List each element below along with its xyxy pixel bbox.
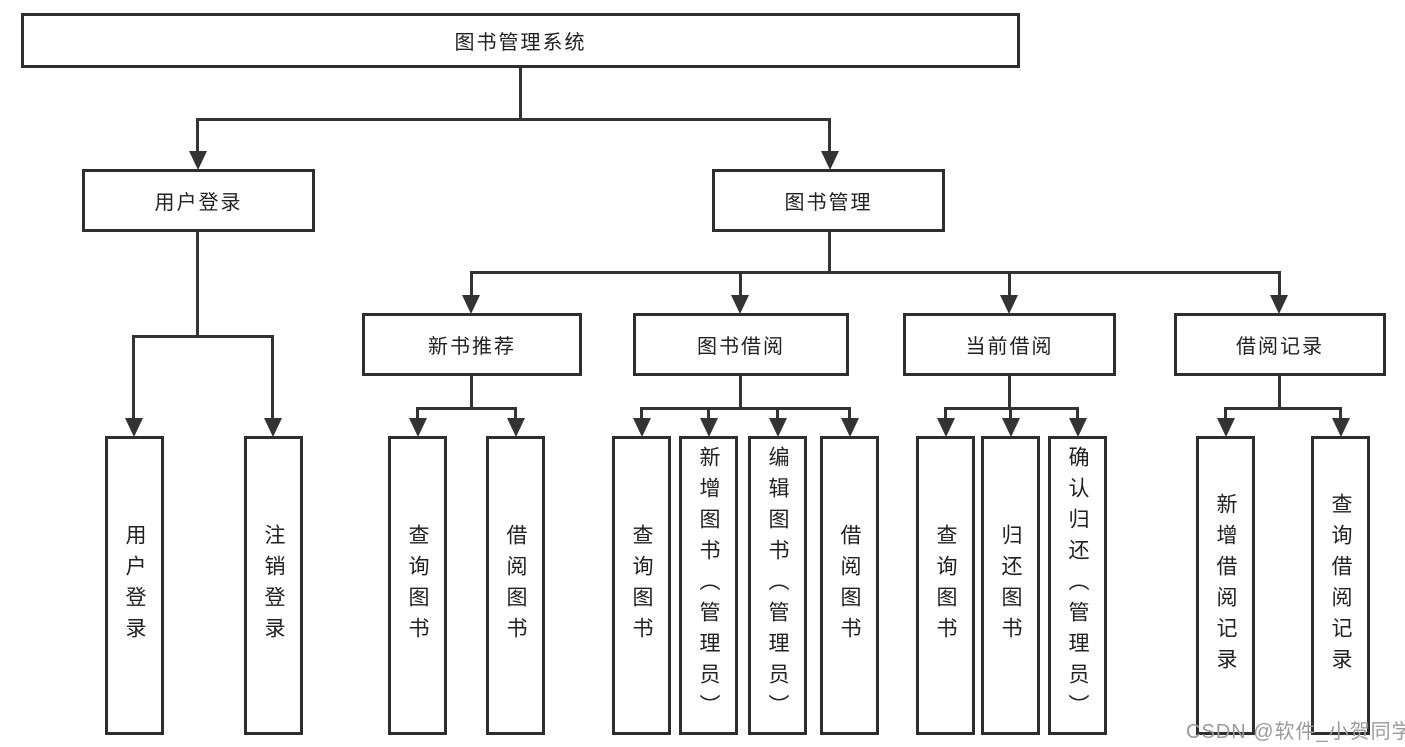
arrowhead-new-book xyxy=(462,295,480,314)
connector-book-borrow-split xyxy=(640,407,851,410)
connector-to-leaf-borrow-1 xyxy=(514,407,517,421)
leaf-label: 查询借阅记录 xyxy=(1329,492,1352,679)
node-book-management: 图书管理 xyxy=(712,169,945,232)
arrowhead-borrow-records xyxy=(1270,295,1288,314)
leaf-confirm-return-admin: 确认归还（管理员） xyxy=(1048,436,1107,735)
connector-root-stem xyxy=(519,68,522,120)
arrowhead-leaf-query-record xyxy=(1332,418,1350,437)
leaf-add-borrow-record: 新增借阅记录 xyxy=(1196,436,1255,735)
node-library-management-system: 图书管理系统 xyxy=(21,13,1020,68)
connector-to-leaf-login xyxy=(132,335,135,421)
arrowhead-book-borrow xyxy=(731,295,749,314)
leaf-query-books-recommend: 查询图书 xyxy=(388,436,447,735)
arrowhead-leaf-edit-book xyxy=(769,418,787,437)
leaf-label: 新增借阅记录 xyxy=(1214,492,1237,679)
connector-root-split xyxy=(196,118,831,121)
connector-book-mgmt-stem xyxy=(828,232,831,273)
arrowhead-leaf-borrow-2 xyxy=(841,418,859,437)
arrowhead-leaf-login xyxy=(125,418,143,437)
leaf-label: 查询图书 xyxy=(934,523,957,648)
arrowhead-leaf-add-record xyxy=(1217,418,1235,437)
connector-to-leaf-confirm-return xyxy=(1076,407,1079,421)
node-book-borrowing: 图书借阅 xyxy=(633,313,849,376)
arrowhead-leaf-logout xyxy=(264,418,282,437)
leaf-label: 编辑图书（管理员） xyxy=(766,446,789,725)
leaf-label: 用户登录 xyxy=(123,523,146,648)
arrowhead-leaf-query-2 xyxy=(633,418,651,437)
connector-to-leaf-query-2 xyxy=(640,407,643,421)
leaf-query-borrow-record: 查询借阅记录 xyxy=(1311,436,1370,735)
connector-to-leaf-query-record xyxy=(1339,407,1342,421)
arrowhead-user-login xyxy=(189,151,207,170)
node-label: 借阅记录 xyxy=(1236,336,1324,358)
node-current-borrowing: 当前借阅 xyxy=(903,313,1116,376)
arrowhead-leaf-borrow-1 xyxy=(507,418,525,437)
leaf-label: 借阅图书 xyxy=(838,523,861,648)
connector-new-book-split xyxy=(416,407,517,410)
connector-user-login-split xyxy=(132,335,274,338)
connector-current-borrow-stem xyxy=(1008,376,1011,409)
node-user-login: 用户登录 xyxy=(82,169,315,232)
leaf-query-books-current: 查询图书 xyxy=(916,436,975,735)
arrowhead-leaf-return xyxy=(1002,418,1020,437)
node-label: 图书借阅 xyxy=(697,336,785,358)
connector-to-leaf-borrow-2 xyxy=(848,407,851,421)
connector-to-leaf-query-1 xyxy=(416,407,419,421)
node-label: 图书管理系统 xyxy=(454,32,587,54)
connector-book-mgmt-split xyxy=(470,271,1281,274)
leaf-user-login: 用户登录 xyxy=(105,436,164,735)
connector-borrow-records-stem xyxy=(1278,376,1281,409)
node-borrowing-records: 借阅记录 xyxy=(1174,313,1386,376)
arrowhead-book-management xyxy=(821,151,839,170)
arrowhead-leaf-add-book xyxy=(700,418,718,437)
node-label: 用户登录 xyxy=(154,192,243,214)
leaf-borrow-books: 借阅图书 xyxy=(820,436,879,735)
connector-book-borrow-stem xyxy=(739,376,742,409)
leaf-label: 确认归还（管理员） xyxy=(1066,446,1089,725)
connector-to-leaf-query-3 xyxy=(944,407,947,421)
node-new-book-recommendation: 新书推荐 xyxy=(362,313,582,376)
csdn-watermark: CSDN @软件_小贺同学 xyxy=(1186,721,1405,743)
leaf-label: 查询图书 xyxy=(630,523,653,648)
connector-to-user-login xyxy=(196,118,199,154)
connector-new-book-stem xyxy=(470,376,473,409)
connector-to-borrow-records xyxy=(1278,271,1281,298)
arrowhead-leaf-query-3 xyxy=(937,418,955,437)
connector-to-new-book xyxy=(470,271,473,298)
connector-to-leaf-add-book xyxy=(707,407,710,421)
node-label: 当前借阅 xyxy=(965,336,1054,358)
connector-to-leaf-return xyxy=(1009,407,1012,421)
arrowhead-leaf-confirm-return xyxy=(1069,418,1087,437)
connector-to-leaf-logout xyxy=(271,335,274,421)
leaf-logout: 注销登录 xyxy=(244,436,303,735)
connector-to-leaf-edit-book xyxy=(776,407,779,421)
arrowhead-current-borrow xyxy=(1000,295,1018,314)
leaf-label: 注销登录 xyxy=(262,523,285,648)
leaf-label: 新增图书（管理员） xyxy=(697,446,720,725)
connector-to-leaf-add-record xyxy=(1224,407,1227,421)
connector-borrow-records-split xyxy=(1224,407,1342,410)
leaf-edit-books-admin: 编辑图书（管理员） xyxy=(748,436,807,735)
leaf-return-books: 归还图书 xyxy=(981,436,1040,735)
arrowhead-leaf-query-1 xyxy=(409,418,427,437)
leaf-label: 查询图书 xyxy=(406,523,429,648)
leaf-borrow-books-recommend: 借阅图书 xyxy=(486,436,545,735)
connector-to-book-borrow xyxy=(739,271,742,298)
leaf-label: 借阅图书 xyxy=(504,523,527,648)
connector-user-login-stem xyxy=(196,232,199,337)
connector-to-current-borrow xyxy=(1008,271,1011,298)
node-label: 新书推荐 xyxy=(428,336,516,358)
connector-to-book-management xyxy=(828,118,831,154)
leaf-label: 归还图书 xyxy=(999,523,1022,648)
leaf-query-books-borrow: 查询图书 xyxy=(612,436,671,735)
node-label: 图书管理 xyxy=(784,192,873,214)
leaf-add-books-admin: 新增图书（管理员） xyxy=(679,436,738,735)
